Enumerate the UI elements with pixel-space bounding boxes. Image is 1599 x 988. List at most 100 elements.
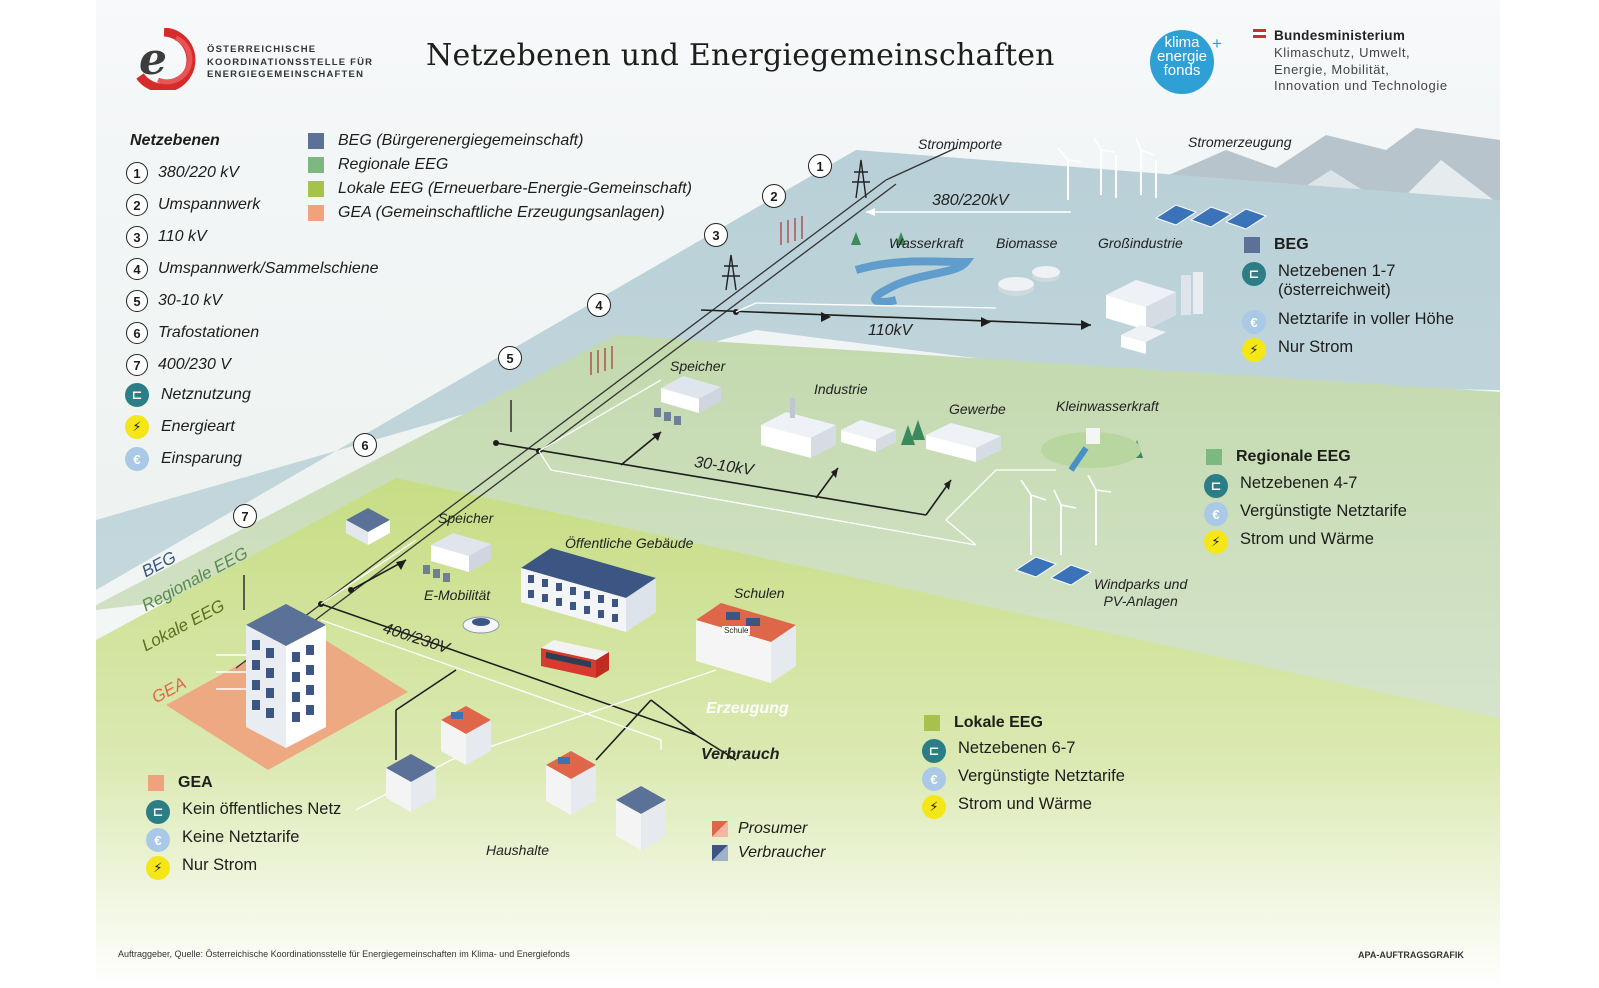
label-erzeugung: Erzeugung — [706, 700, 789, 717]
gea-box-title: GEA — [148, 774, 213, 792]
svg-text:e: e — [139, 34, 167, 85]
energy-type-icon: ⚡ — [146, 856, 170, 880]
grid-usage-icon: ⊏ — [125, 383, 149, 407]
windparks-line: PV-Anlagen — [1103, 593, 1178, 609]
gea-swatch — [148, 775, 164, 791]
level-label: Trafostationen — [158, 324, 260, 341]
ministry-line: Innovation und Technologie — [1274, 78, 1448, 93]
legend-community: Regionale EEG — [308, 152, 448, 178]
consumer-swatch — [712, 845, 728, 861]
label-haushalte: Haushalte — [486, 842, 550, 858]
grid-usage-icon: ⊏ — [146, 800, 170, 824]
klima-line: klima — [1164, 34, 1200, 51]
label-emobilitaet: E-Mobilität — [424, 587, 491, 603]
label-verbrauch: Verbrauch — [701, 746, 780, 763]
legend-title: Netzebenen — [130, 132, 220, 149]
label-stromerzeugung: Stromerzeugung — [1188, 134, 1292, 150]
ministry-line: Klimaschutz, Umwelt, — [1274, 45, 1411, 60]
school-sign: Schule — [722, 626, 751, 635]
label-speicher-bottom: Speicher — [438, 510, 494, 526]
klima-line: fonds — [1163, 62, 1201, 79]
prosumer-swatch — [712, 821, 728, 837]
infographic-poster: e Österreichische Koordinationsstelle fü… — [96, 0, 1500, 988]
line-110kv — [700, 309, 1092, 326]
beg-row: ⊏Netzebenen 1-7(österreichweit) — [1242, 262, 1395, 300]
koordinationsstelle-name: Österreichische Koordinationsstelle für … — [207, 44, 373, 82]
legend-level: 5 30-10 kV — [126, 288, 222, 314]
euro-savings-icon: € — [1204, 502, 1228, 526]
beg-box-title: BEG — [1244, 236, 1309, 254]
level-label: 30-10 kV — [158, 292, 223, 309]
legend-icon-row: ⚡Energieart — [125, 414, 235, 440]
community-label: Lokale EEG (Erneuerbare-Energie-Gemeinsc… — [338, 180, 692, 197]
power-line-main — [235, 147, 957, 673]
lokal-row-text: Strom und Wärme — [958, 795, 1092, 813]
regional-layer — [96, 335, 1500, 720]
level-marker-5: 5 — [498, 346, 522, 370]
legend-icon-label: Netznutzung — [161, 386, 251, 403]
storage-lower — [423, 533, 491, 582]
gea-row-text: Kein öffentliches Netz — [182, 800, 342, 818]
gea-row: €Keine Netztarife — [146, 828, 299, 852]
lokal-box-title: Lokale EEG — [924, 714, 1043, 732]
label-gewerbe: Gewerbe — [949, 401, 1006, 417]
legend-icon-row: ⊏ Netznutzung — [125, 382, 251, 408]
beg-row-line: (österreichweit) — [1278, 281, 1391, 299]
public-building — [521, 548, 656, 632]
label-110kv: 110kV — [868, 322, 913, 339]
house-legend-verbraucher: Verbraucher — [712, 840, 825, 866]
community-label: GEA (Gemeinschaftliche Erzeugungsanlagen… — [338, 204, 665, 221]
footer-credit: APA-AUFTRAGSGRAFIK — [1358, 950, 1464, 960]
community-label: Regionale EEG — [338, 156, 449, 173]
logo-line: Koordinationsstelle für — [207, 56, 374, 68]
level-label: 110 kV — [158, 228, 207, 245]
level-number: 5 — [126, 290, 148, 312]
lokal-row-text: Vergünstigte Netztarife — [958, 767, 1125, 785]
gea-title-text: GEA — [178, 774, 213, 791]
gea-row: ⊏ Kein öffentliches Netz — [146, 800, 341, 824]
level-number: 2 — [126, 194, 148, 216]
label-380kv: 380/220kV — [932, 192, 1009, 209]
household-houses — [386, 706, 666, 850]
lokal-swatch — [924, 715, 940, 731]
legend-icon-label: Einsparung — [161, 450, 242, 467]
euro-savings-icon: € — [146, 828, 170, 852]
energy-type-icon: ⚡ — [922, 795, 946, 819]
industry-buildings — [761, 398, 896, 458]
legend-community: GEA (Gemeinschaftliche Erzeugungsanlagen… — [308, 200, 665, 226]
gea-row-text: Nur Strom — [182, 856, 258, 874]
euro-savings-icon: € — [1242, 310, 1266, 334]
logo-line: Energiegemeinschaften — [207, 69, 365, 80]
klima-line: energie — [1156, 48, 1208, 65]
legend-community: Lokale EEG (Erneuerbare-Energie-Gemeinsc… — [308, 176, 692, 202]
beg-row: €Netztarife in voller Höhe — [1242, 310, 1454, 334]
label-grossindustrie: Großindustrie — [1098, 235, 1183, 251]
regional-row: ⚡Strom und Wärme — [1204, 530, 1374, 554]
school-building — [696, 603, 796, 683]
legend-level: 7 400/230 V — [126, 352, 231, 378]
legend-icon-row: €Einsparung — [125, 446, 242, 472]
ministry-line: Energie, Mobilität, — [1274, 61, 1390, 77]
beg-layer — [96, 150, 1500, 590]
local-layer — [96, 478, 1500, 988]
level-number: 7 — [126, 354, 148, 376]
label-industrie: Industrie — [814, 381, 868, 397]
energy-landscape-illustration — [96, 128, 1500, 988]
grid-usage-icon: ⊏ — [1242, 262, 1266, 286]
label-wasserkraft: Wasserkraft — [889, 235, 964, 251]
level-marker-7: 7 — [233, 504, 257, 528]
verbraucher-label: Verbraucher — [738, 844, 826, 861]
label-oeffentliche-gebaeude: Öffentliche Gebäude — [565, 535, 694, 551]
small-hydro — [1041, 428, 1141, 472]
regional-row-text: Vergünstigte Netztarife — [1240, 502, 1407, 520]
substations — [590, 216, 803, 375]
transformer-station — [346, 508, 390, 545]
level-marker-4: 4 — [587, 293, 611, 317]
energy-type-icon: ⚡ — [1204, 530, 1228, 554]
windparks-line: Windparks und — [1094, 576, 1188, 592]
level-number: 6 — [126, 322, 148, 344]
storage-upper — [654, 376, 721, 425]
level-marker-2: 2 — [762, 184, 786, 208]
level-label: 400/230 V — [158, 356, 231, 373]
